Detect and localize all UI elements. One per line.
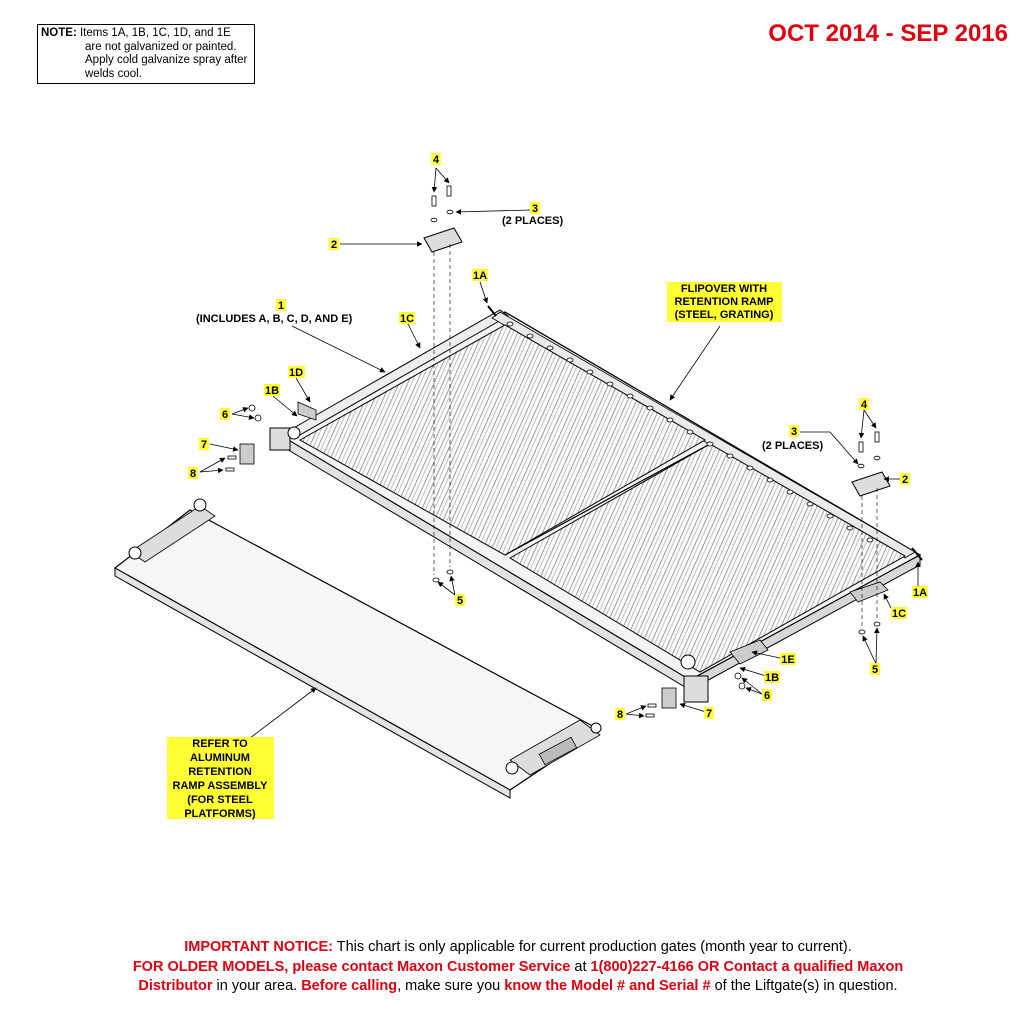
callout-5-right: 5 [872,664,878,676]
important-notice: IMPORTANT NOTICE: This chart is only app… [0,938,1036,997]
refer-line-5: (FOR STEEL [187,794,253,806]
notice-at: at [570,958,591,975]
refer-line-6: PLATFORMS) [184,808,256,820]
notice-know-model: know the Model # and Serial # [504,978,711,994]
callout-1c-top: 1C [400,313,414,325]
callout-2-top: 2 [331,239,337,251]
callout-4-right: 4 [861,399,868,411]
callout-4-top: 4 [433,154,440,166]
callout-2-places-top: (2 PLACES) [502,215,563,227]
callout-labels: 4 3 (2 PLACES) 2 1A 1 (INCLUDES A, B, C,… [167,153,928,820]
notice-before-calling: Before calling [301,978,398,994]
callout-7-right: 7 [706,708,712,720]
callout-1a-right: 1A [913,587,927,599]
notice-line-1: IMPORTANT NOTICE: This chart is only app… [0,938,1036,958]
callout-6-left: 6 [222,409,228,421]
refer-line-2: ALUMINUM [190,752,250,764]
callout-6-right: 6 [764,690,770,702]
note-line-3: Apply cold galvanize spray after [85,54,248,66]
callout-3-right: 3 [791,426,797,438]
platform-assembly [269,305,923,703]
fasteners-right-lower [645,672,746,718]
note-line-1: Items 1A, 1B, 1C, 1D, and 1E [79,27,231,39]
callout-2-right: 2 [902,474,908,486]
note-heading: NOTE: [41,27,77,39]
callout-1: 1 [278,300,284,312]
plate-right [851,471,891,497]
fasteners-top [430,185,454,223]
callout-8-left: 8 [190,468,196,480]
callout-7-left: 7 [201,439,207,451]
callout-3-top: 3 [532,203,538,215]
flipover-line-3: (STEEL, GRATING) [675,309,774,321]
notice-phone: 1(800)227-4166 OR Contact a qualified Ma… [590,958,904,975]
notice-important-label: IMPORTANT NOTICE: [184,939,333,955]
rail-holes [506,321,874,543]
retention-ramp [113,498,602,799]
flipover-line-1: FLIPOVER WITH [681,283,767,295]
callout-5-mid: 5 [457,595,463,607]
callout-1c-right: 1C [892,608,906,620]
notice-older-models: FOR OLDER MODELS, please contact Maxon C… [132,958,571,975]
notice-line-2: FOR OLDER MODELS, please contact Maxon C… [0,958,1036,978]
notice-make-sure: , make sure you [397,978,505,994]
callout-1a-top: 1A [473,270,487,282]
refer-line-1: REFER TO [192,738,248,750]
note-line-4: welds cool. [85,67,142,80]
fasteners-left [225,404,262,472]
nuts-item-5 [432,569,881,635]
fasteners-right [857,431,881,469]
notice-of-liftgate: of the Liftgate(s) in question. [710,978,898,994]
notice-in-area: in your area. [212,978,302,994]
refer-line-4: RAMP ASSEMBLY [173,780,269,792]
callout-1-includes: (INCLUDES A, B, C, D, AND E) [196,313,353,325]
notice-important-text: This chart is only applicable for curren… [332,939,852,955]
note-line-2: are not galvanized or painted. [85,40,237,53]
callout-1b-left: 1B [265,385,279,397]
plate-top [423,227,463,253]
callout-8-right: 8 [617,709,623,721]
notice-line-3: Distributor in your area. Before calling… [0,977,1036,997]
date-range-title: OCT 2014 - SEP 2016 [768,20,1008,47]
refer-line-3: RETENTION [188,766,252,778]
callout-2-places-right: (2 PLACES) [762,440,823,452]
note-box: NOTE: Items 1A, 1B, 1C, 1D, and 1E are n… [37,24,255,84]
notice-distributor: Distributor [138,978,213,994]
flipover-line-2: RETENTION RAMP [675,296,774,308]
callout-1d: 1D [289,367,303,379]
callout-1b-right: 1B [765,672,779,684]
callout-1e: 1E [781,654,794,666]
